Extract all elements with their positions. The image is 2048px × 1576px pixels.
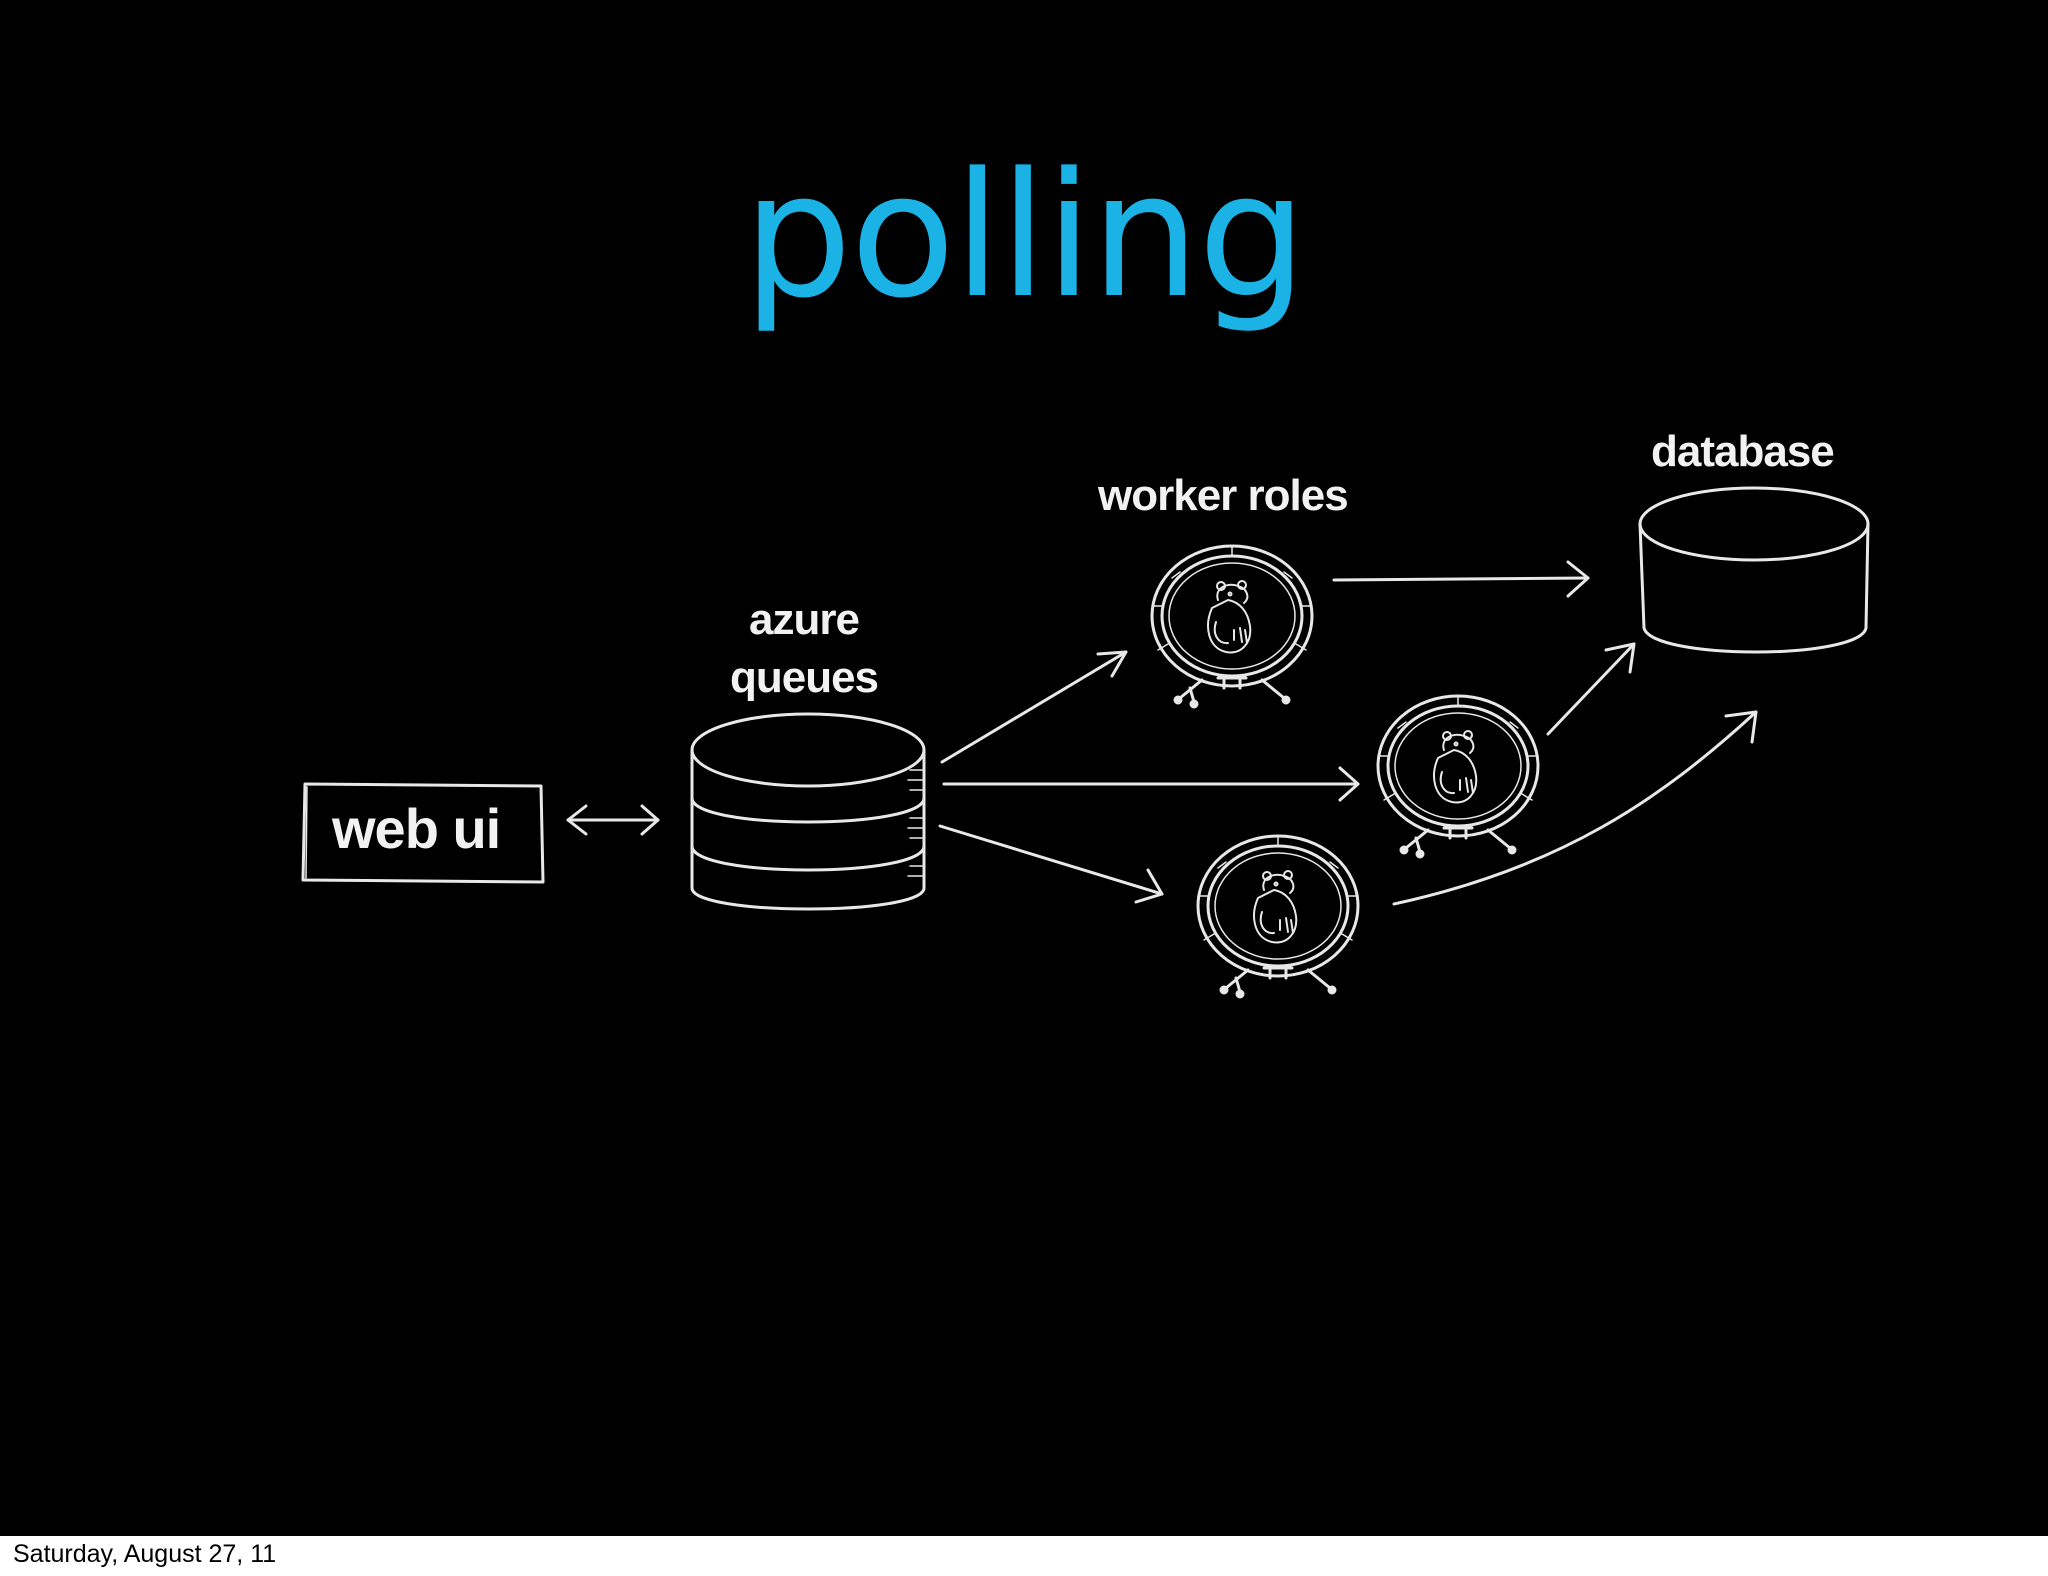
bidirectional-arrow-icon	[566, 804, 660, 836]
arrow-queue-to-worker-top	[940, 650, 1128, 764]
azure-queues-label: azure queues	[704, 591, 904, 707]
web-ui-label: web ui	[332, 797, 501, 860]
azure-queues-label-line1: azure	[749, 595, 860, 644]
arrow-worker-to-database-bottom	[1392, 710, 1758, 906]
worker-roles-label: worker roles	[1098, 471, 1349, 520]
slide-title: polling	[743, 135, 1307, 336]
arrow-worker-to-database-top	[1332, 560, 1590, 598]
web-ui-box	[301, 782, 545, 884]
stacked-cylinder-icon	[690, 712, 926, 911]
hamster-wheel-icon	[1376, 694, 1540, 859]
arrow-queue-to-worker-middle	[942, 766, 1360, 802]
hamster-wheel-icon	[1196, 834, 1360, 999]
database-label: database	[1651, 427, 1835, 476]
arrow-worker-to-database-middle	[1546, 642, 1636, 736]
hamster-wheel-icon	[1150, 544, 1314, 709]
arrow-queue-to-worker-bottom	[938, 824, 1164, 904]
footer-date: Saturday, August 27, 11	[13, 1540, 277, 1568]
slide: polling	[0, 0, 2048, 1536]
diagram	[301, 486, 1870, 999]
cylinder-icon	[1638, 486, 1870, 654]
azure-queues-label-line2: queues	[729, 653, 879, 702]
